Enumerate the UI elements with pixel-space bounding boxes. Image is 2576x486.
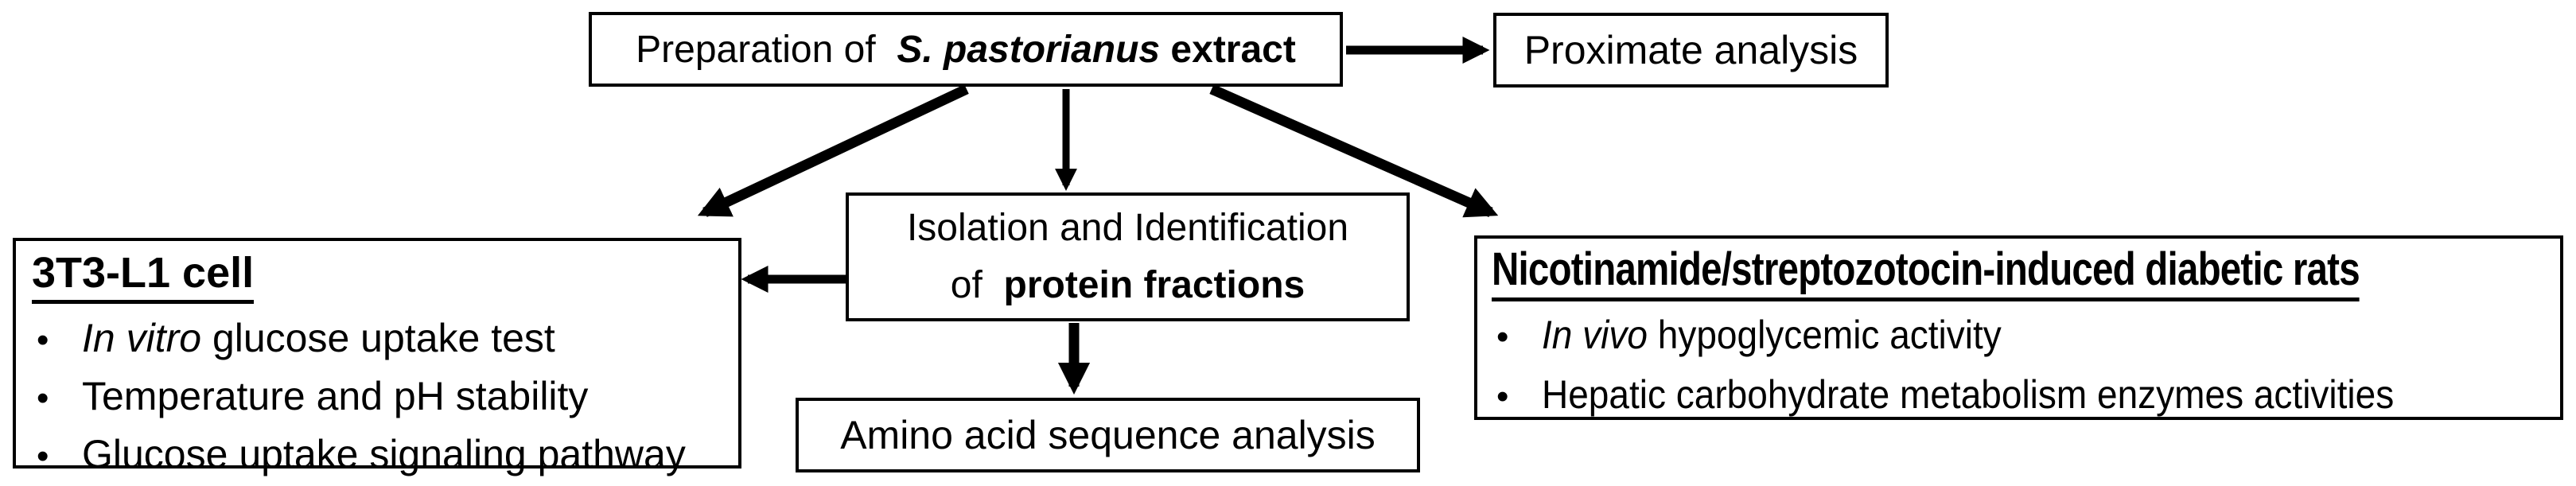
label-segment-bold: protein fractions [1003,264,1306,306]
node-3t3-l1-cell: 3T3-L1 cell • In vitro glucose uptake te… [13,238,741,476]
bullet-text: In vivo hypoglycemic activity [1542,306,2002,364]
label-segment-regular: hypoglycemic activity [1647,313,2002,357]
rats-heading-row: Nicotinamide/streptozotocin-induced diab… [1492,245,2546,306]
arrow-preparation-to-rats [1209,84,1499,218]
bullet-icon: • [37,379,49,418]
label-segment-regular: Preparation of [636,28,897,71]
bullet-text: In vitro glucose uptake test [82,310,555,367]
arrow-preparation-to-cell [697,84,969,217]
label-segment-regular: Temperature and pH stability [82,374,589,418]
isolation-line-1: Isolation and Identification [906,207,1349,249]
bullet-icon: • [37,437,49,476]
node-preparation-extract: Preparation of S. pastorianus extract [589,12,1343,87]
bullet-icon: • [1496,317,1509,356]
node-diabetic-rats: Nicotinamide/streptozotocin-induced diab… [1474,235,2563,420]
label-segment-regular: glucose uptake test [201,316,555,360]
preparation-extract-label: Preparation of S. pastorianus extract [636,28,1296,72]
bullet-item: • Temperature and pH stability [32,368,722,426]
bullet-text: Glucose uptake signaling pathway [82,426,686,483]
node-proximate-analysis: Proximate analysis [1493,13,1889,87]
cell-heading: 3T3-L1 cell [32,249,255,304]
node-amino-acid-sequence: Amino acid sequence analysis [796,398,1420,472]
bullet-item: • Hepatic carbohydrate metabolism enzyme… [1492,366,2546,426]
bullet-item: • In vitro glucose uptake test [32,310,722,368]
bullet-text: Temperature and pH stability [82,368,588,425]
label-segment-regular: Hepatic carbohydrate metabolism enzymes … [1542,372,2395,417]
bullet-item: • Glucose uptake signaling pathway [32,426,722,484]
cell-heading-row: 3T3-L1 cell [32,249,722,310]
node-isolation-identification: Isolation and Identification of protein … [846,192,1410,321]
bullet-text: Hepatic carbohydrate metabolism enzymes … [1542,366,2394,423]
proximate-analysis-label: Proximate analysis [1523,28,1858,72]
bullet-item: • In vivo hypoglycemic activity [1492,306,2546,366]
rats-heading: Nicotinamide/streptozotocin-induced diab… [1492,245,2360,301]
label-segment-italic: In vivo [1542,313,1648,357]
bullet-icon: • [1496,377,1509,416]
amino-acid-label: Amino acid sequence analysis [840,413,1376,457]
isolation-line-2: of protein fractions [951,257,1305,314]
label-segment-regular: Glucose uptake signaling pathway [82,432,686,476]
label-segment-bold: extract [1160,28,1296,71]
label-segment-italic: In vitro [82,316,202,360]
bullet-icon: • [37,321,49,360]
label-segment-regular: of [950,264,1004,306]
label-segment-species-name: S. pastorianus [897,28,1161,71]
